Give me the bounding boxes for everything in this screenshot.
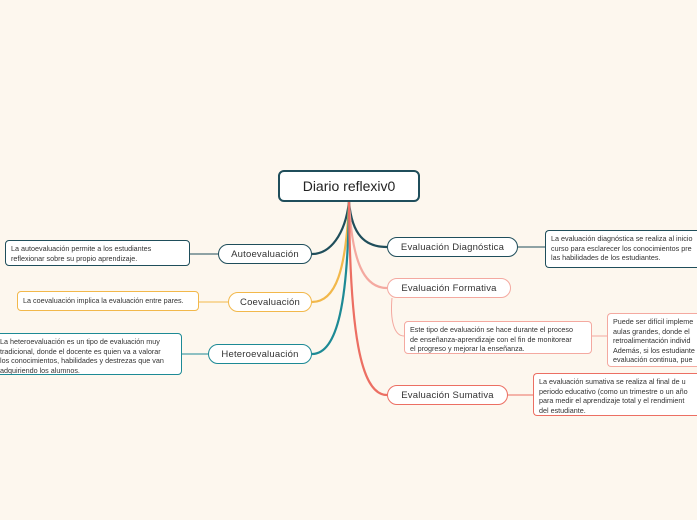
note-heteroevaluacion[interactable]: La heteroevaluación es un tipo de evalua… [0,333,182,375]
note-line: del estudiante. [539,405,586,415]
note-line: Este tipo de evaluación se hace durante … [410,325,574,334]
link-heteroevaluacion [311,201,351,356]
link-formativa [347,201,388,290]
note-line: La coevaluación implica la evaluación en… [23,296,184,305]
link-autoevaluacion [311,201,351,256]
note-line: aulas grandes, donde el [613,326,690,336]
topic-formativa[interactable]: Evaluación Formativa [387,278,511,298]
note-formativa-sub[interactable]: Puede ser difícil impleme aulas grandes,… [607,313,697,367]
note-line: La heteroevaluación es un tipo de evalua… [0,337,160,346]
link-sumativa [347,201,388,397]
note-line: La evaluación diagnóstica se realiza al … [551,234,693,243]
central-title: Diario reflexiv0 [302,178,396,194]
note-line: retroalimentación individ [613,336,691,346]
note-line: La evaluación sumativa se realiza al fin… [539,377,686,386]
note-sumativa[interactable]: La evaluación sumativa se realiza al fin… [533,373,697,416]
note-line: las habilidades de los estudiantes. [551,253,661,263]
note-line: curso para esclarecer los conocimientos … [551,243,692,253]
note-autoevaluacion[interactable]: La autoevaluación permite a los estudian… [5,240,190,266]
topic-label: Coevaluación [240,296,300,308]
topic-label: Evaluación Formativa [401,282,497,294]
topic-label: Evaluación Sumativa [401,389,494,401]
note-coevaluacion[interactable]: La coevaluación implica la evaluación en… [17,291,199,311]
note-diagnostica[interactable]: La evaluación diagnóstica se realiza al … [545,230,697,268]
topic-coevaluacion[interactable]: Coevaluación [228,292,312,312]
note-line: evaluación continua, pue [613,355,693,365]
note-line: tradicional, donde el docente es quien v… [0,346,161,356]
topic-label: Evaluación Diagnóstica [400,241,505,253]
central-topic[interactable]: Diario reflexiv0 [278,170,420,202]
topic-label: Heteroevaluación [221,348,299,360]
link-diagnostica [347,201,388,249]
note-line: de enseñanza-aprendizaje con el fin de m… [410,334,572,344]
topic-sumativa[interactable]: Evaluación Sumativa [387,385,508,405]
note-line: para medir el aprendizaje total y el ren… [539,396,685,406]
link-note-formativa [391,297,405,337]
note-line: adquiriendo los alumnos. [0,365,80,375]
note-formativa[interactable]: Este tipo de evaluación se hace durante … [404,321,592,354]
topic-label: Autoevaluación [231,248,299,260]
note-line: Puede ser difícil impleme [613,317,694,326]
topic-diagnostica[interactable]: Evaluación Diagnóstica [387,237,518,257]
note-line: reflexionar sobre su propio aprendizaje. [11,253,138,263]
note-line: La autoevaluación permite a los estudian… [11,244,152,253]
topic-heteroevaluacion[interactable]: Heteroevaluación [208,344,312,364]
note-line: el progreso y mejorar la enseñanza. [410,344,525,354]
note-line: periodo educativo (como un trimestre o u… [539,386,688,396]
topic-autoevaluacion[interactable]: Autoevaluación [218,244,312,264]
note-line: los conocimientos, habilidades y destrez… [0,356,164,366]
note-line: Además, si los estudiante [613,345,695,355]
